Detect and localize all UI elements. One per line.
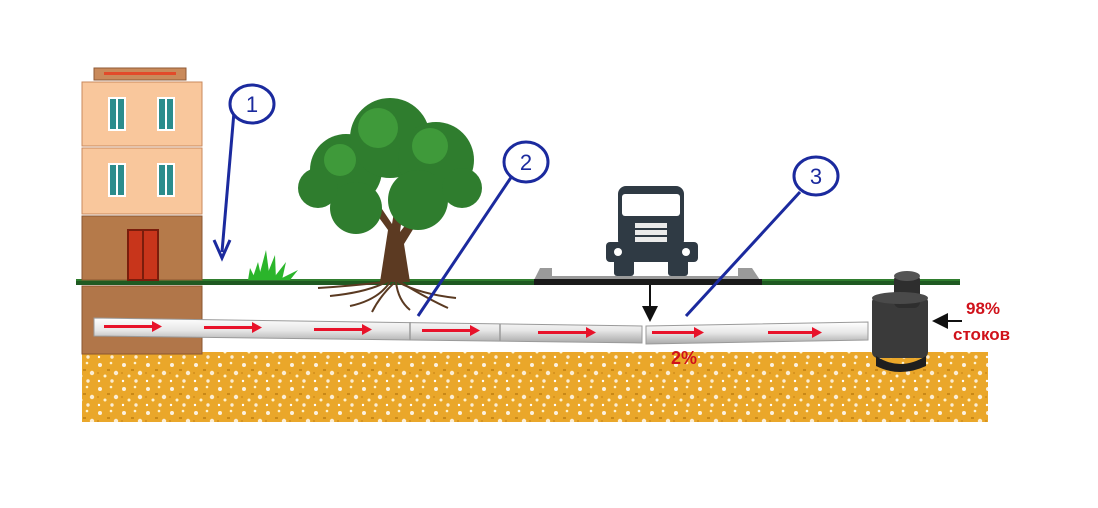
soil-layer xyxy=(82,352,988,422)
percent-leak-label: 2% xyxy=(671,348,697,368)
tree-icon xyxy=(298,98,482,313)
flow-arrow xyxy=(104,321,162,332)
flow-arrows xyxy=(104,321,822,338)
callout-3-label: 3 xyxy=(810,164,822,189)
flow-arrow xyxy=(204,322,262,333)
ground-line xyxy=(76,279,960,285)
callout-1-label: 1 xyxy=(246,92,258,117)
truck-icon xyxy=(606,186,698,276)
callout-1: 1 xyxy=(212,83,276,262)
flow-arrow xyxy=(422,325,480,336)
flow-arrow xyxy=(652,327,704,338)
flow-arrow xyxy=(768,327,822,338)
flow-arrow xyxy=(314,324,372,335)
callout-2: 2 xyxy=(416,140,550,317)
flow-arrow xyxy=(538,327,596,338)
callout-3: 3 xyxy=(684,155,840,318)
callout-2-label: 2 xyxy=(520,150,532,175)
road-slab xyxy=(534,268,762,285)
percent-main-label: 98% xyxy=(966,299,1000,318)
sewer-well-icon xyxy=(872,271,928,372)
grass-tuft-icon xyxy=(248,250,298,280)
sewer-pipe xyxy=(93,317,869,345)
stoki-label: стоков xyxy=(953,325,1010,344)
building-icon xyxy=(81,67,203,355)
